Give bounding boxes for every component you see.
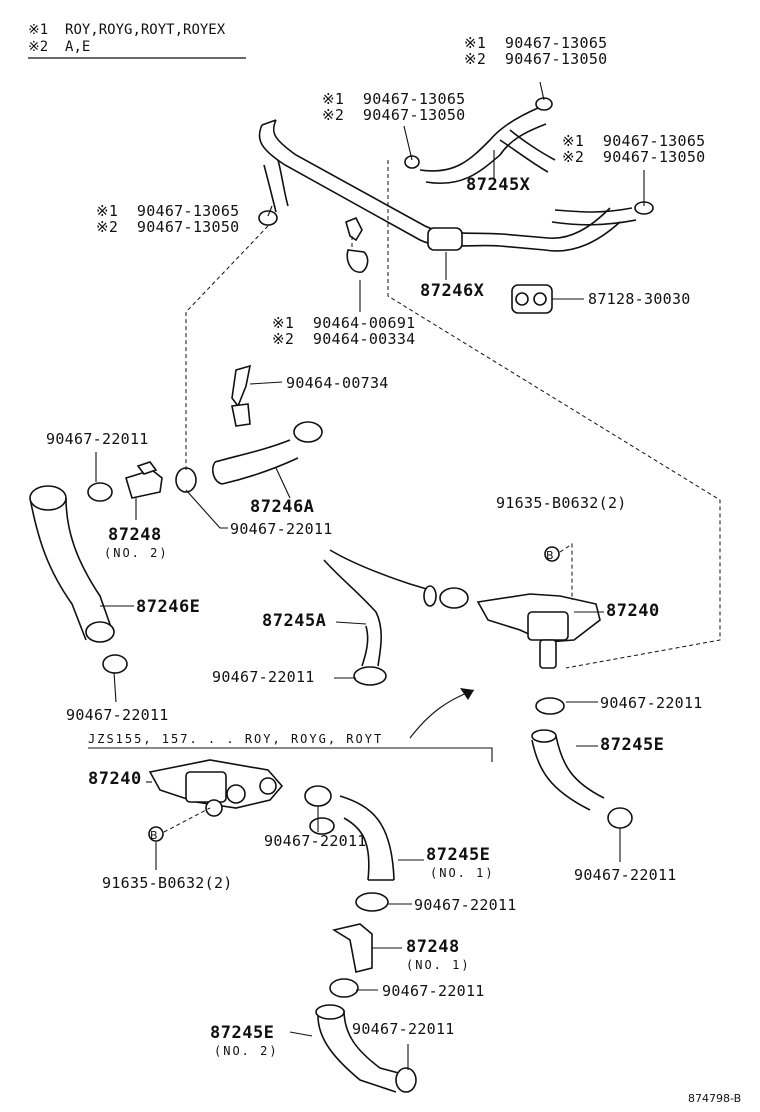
pipe-87248-no2 xyxy=(87,461,197,502)
clamp-label: 90467-22011 xyxy=(212,668,315,686)
clamp-label: 90467-22011 xyxy=(66,706,169,724)
part-label-87248-no1: 87248 xyxy=(406,937,460,957)
arrow-line xyxy=(409,689,475,739)
part-label-87245e-no1: 87245E xyxy=(426,845,491,865)
legend: ※1 ROY,ROYG,ROYT,ROYEX ※2 A,E xyxy=(28,22,225,56)
clip-label: 90464-00734 xyxy=(286,374,389,392)
part-label-87245x: 87245X xyxy=(466,175,531,195)
hose-87246a xyxy=(212,439,299,485)
clamp-label: 90467-22011 xyxy=(352,1020,455,1038)
clamp-label: ※1 90467-13065 xyxy=(562,132,706,150)
bolt-marker-icon xyxy=(544,546,560,562)
part-label-87248-no2: 87248 xyxy=(108,525,162,545)
bolt-label: 91635-B0632(2) xyxy=(102,874,233,892)
clamp-label: ※2 90467-13050 xyxy=(464,50,608,68)
valve-87240-left xyxy=(148,759,284,817)
hose-87245e-right xyxy=(531,729,633,829)
clamp-label: ※2 90467-13050 xyxy=(322,106,466,124)
diagram-code: 874798-B xyxy=(688,1092,742,1105)
part-label-87245e-no2: 87245E xyxy=(210,1023,275,1043)
clamp-label: 90467-22011 xyxy=(414,896,517,914)
bolt-marker-letter: B xyxy=(150,829,158,842)
clip-icon xyxy=(345,216,369,273)
clamp-label: 90467-22011 xyxy=(264,832,367,850)
variant-box-line xyxy=(88,747,493,762)
hose-87245e-no2 xyxy=(315,1004,417,1093)
clamp-icon xyxy=(535,697,565,715)
part-label-87240-left: 87240 xyxy=(88,769,142,789)
part-sublabel: (NO. 1) xyxy=(430,866,495,880)
clamp-label: ※1 90467-13065 xyxy=(322,90,466,108)
hose-87246e xyxy=(29,485,128,674)
bolt-marker-letter: B xyxy=(546,549,554,562)
arrow-head-icon xyxy=(460,688,474,700)
bolt-label: 91635-B0632(2) xyxy=(496,494,627,512)
clip-label: ※1 90464-00691 xyxy=(272,314,416,332)
clamp-label: ※1 90467-13065 xyxy=(464,34,608,52)
dashed-guides xyxy=(163,160,721,833)
clamp-label: ※2 90467-13050 xyxy=(96,218,240,236)
hose-87245x xyxy=(419,107,556,184)
hose-87245e-no1 xyxy=(304,785,395,912)
clamp-label: 90467-22011 xyxy=(574,866,677,884)
hose-87246x xyxy=(258,119,621,252)
legend-note-2: ※2 A,E xyxy=(28,39,91,55)
part-label-87246x: 87246X xyxy=(420,281,485,301)
bracket-87128-icon xyxy=(511,284,553,314)
part-label-87246e: 87246E xyxy=(136,597,201,617)
part-label-87245e-right: 87245E xyxy=(600,735,665,755)
hose-87245a xyxy=(323,549,469,686)
clamp-label: ※2 90467-13050 xyxy=(562,148,706,166)
clamp-label: 90467-22011 xyxy=(46,430,149,448)
part-sublabel: (NO. 2) xyxy=(104,546,169,560)
clamp-label: 90467-22011 xyxy=(600,694,703,712)
valve-87240-right xyxy=(476,593,601,669)
clamp-label: 90467-22011 xyxy=(382,982,485,1000)
part-sublabel: (NO. 1) xyxy=(406,958,471,972)
clamp-label: 90467-22011 xyxy=(230,520,333,538)
part-sublabel: (NO. 2) xyxy=(214,1044,279,1058)
variant-note: JZS155, 157. . . ROY, ROYG, ROYT xyxy=(88,732,384,746)
bolt-marker-icon xyxy=(148,826,164,842)
pipe-87248-no1 xyxy=(329,923,373,998)
part-label-87245a: 87245A xyxy=(262,611,327,631)
part-label-87128: 87128-30030 xyxy=(588,290,691,308)
part-label-87240-right: 87240 xyxy=(606,601,660,621)
clip-00734-icon xyxy=(231,364,323,443)
part-label-87246a: 87246A xyxy=(250,497,315,517)
leader-lines xyxy=(95,81,645,1070)
clip-label: ※2 90464-00334 xyxy=(272,330,416,348)
clamp-label: ※1 90467-13065 xyxy=(96,202,240,220)
legend-note-1: ※1 ROY,ROYG,ROYT,ROYEX xyxy=(28,22,226,38)
